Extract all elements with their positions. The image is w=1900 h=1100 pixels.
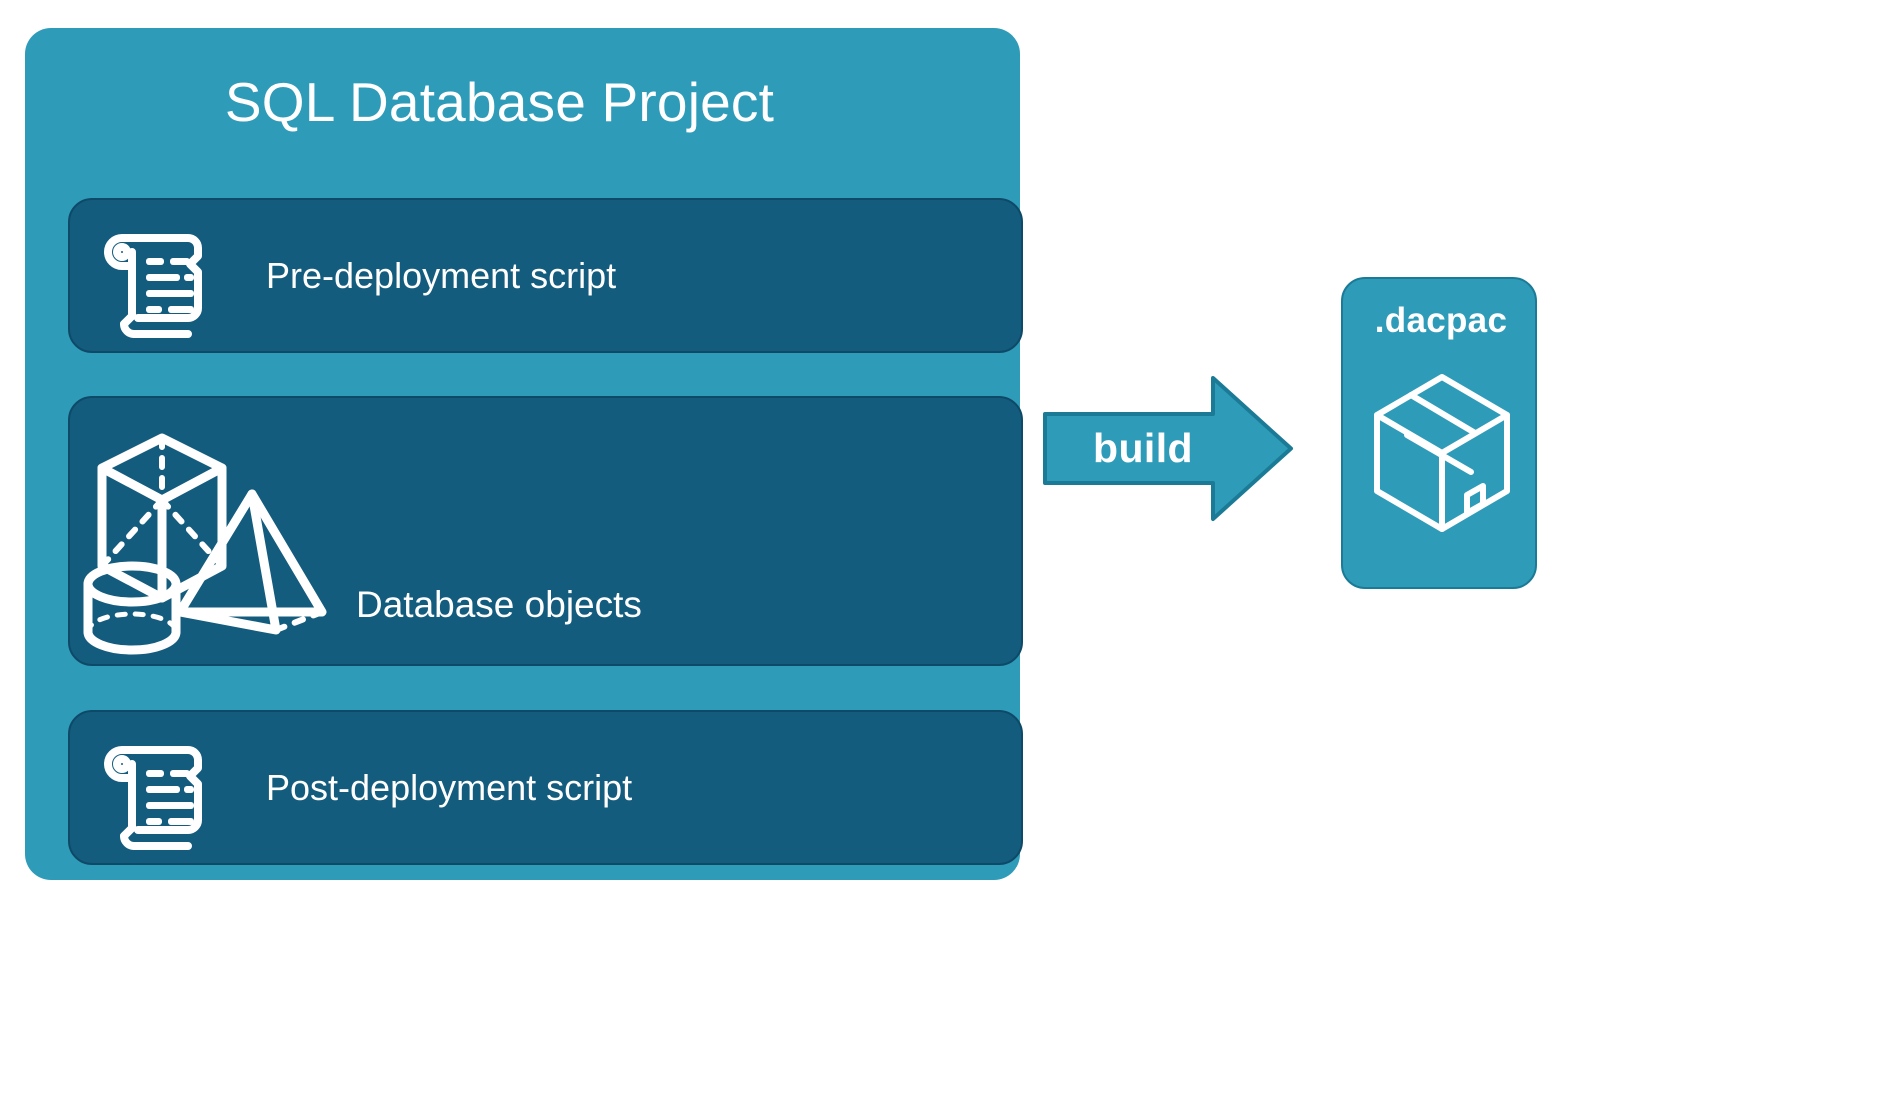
- package-box-icon: [1367, 367, 1517, 539]
- pre-deployment-script-card[interactable]: Pre-deployment script: [68, 198, 1023, 353]
- scroll-icon: [92, 222, 220, 338]
- 3d-shapes-icon: [80, 416, 330, 656]
- dacpac-output-card[interactable]: .dacpac: [1341, 277, 1537, 589]
- project-title: SQL Database Project: [224, 71, 775, 133]
- database-objects-card[interactable]: Database objects (tables, stored procs, …: [68, 396, 1023, 772]
- build-arrow: [1043, 376, 1293, 521]
- sql-database-project-container: SQL Database Project: [25, 28, 1023, 880]
- post-deployment-script-label: Post-deployment script: [266, 767, 633, 808]
- pre-deployment-script-label: Pre-deployment script: [266, 255, 617, 296]
- post-deployment-script-card[interactable]: Post-deployment script: [68, 710, 1023, 865]
- scroll-icon: [92, 734, 220, 850]
- database-objects-label-line1: Database objects: [356, 584, 642, 625]
- dacpac-title: .dacpac: [1374, 301, 1508, 340]
